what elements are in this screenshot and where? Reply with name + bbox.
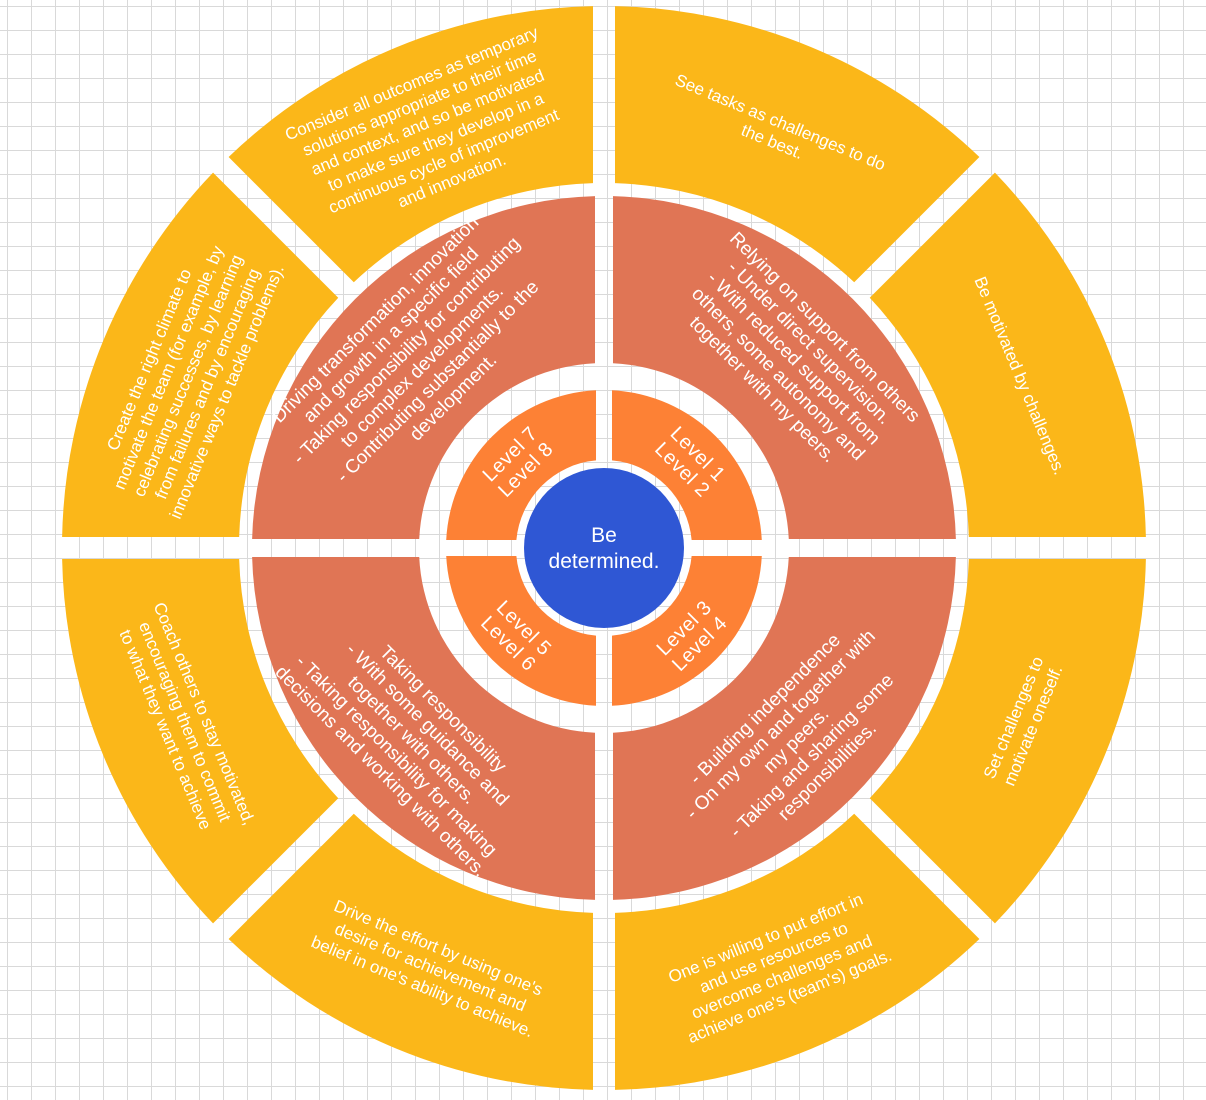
outer-segment-5 <box>228 813 594 1090</box>
middle-segment-1 <box>612 196 956 540</box>
middle-segment-2 <box>612 556 956 900</box>
outer-segment-8 <box>228 6 594 283</box>
inner-segment-1 <box>611 390 762 541</box>
outer-segment-1 <box>614 6 980 283</box>
outer-segment-2 <box>869 172 1146 538</box>
outer-segment-6 <box>62 558 339 924</box>
outer-segment-7 <box>62 172 339 538</box>
center-label-line: Be <box>591 524 617 547</box>
center: Be determined. <box>524 468 684 628</box>
center-label: Be determined. <box>549 524 660 573</box>
middle-segment-3 <box>252 556 596 900</box>
center-circle <box>524 468 684 628</box>
center-label-line: determined. <box>549 550 660 573</box>
inner-segment-2 <box>611 555 762 706</box>
outer-ring: See tasks as challenges to dothe best.Be… <box>62 6 1146 1090</box>
inner-segment-3 <box>446 555 597 706</box>
middle-ring: Relying on support from others- Under di… <box>252 196 956 900</box>
inner-segment-4 <box>446 390 597 541</box>
middle-segment-4 <box>252 196 596 540</box>
outer-segment-4 <box>614 813 980 1090</box>
outer-segment-3 <box>869 558 1146 924</box>
